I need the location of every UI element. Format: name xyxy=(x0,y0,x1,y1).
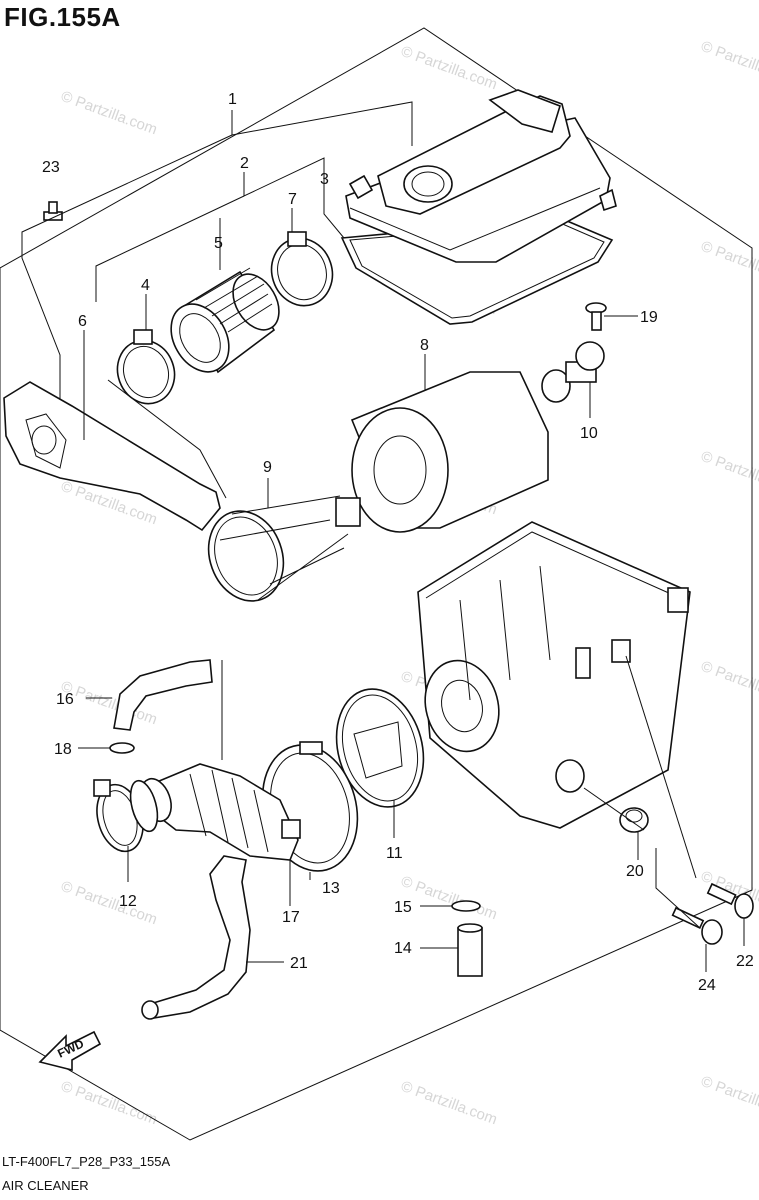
callout-23: 23 xyxy=(42,159,60,176)
watermark-text: © Partzilla.com xyxy=(699,238,759,289)
part-screw-24 xyxy=(671,906,723,945)
callout-20: 20 xyxy=(626,863,644,880)
callout-15: 15 xyxy=(394,899,412,916)
part-air-cleaner-case xyxy=(417,521,691,829)
callout-11: 11 xyxy=(386,845,403,862)
watermark-text: © Partzilla.com xyxy=(59,1078,160,1129)
callout-5: 5 xyxy=(214,235,223,252)
part-intake-boot xyxy=(170,267,280,374)
callout-1: 1 xyxy=(228,91,237,108)
part-filter-cage xyxy=(207,495,361,602)
diagram-caption: AIR CLEANER xyxy=(2,1178,89,1193)
callout-4: 4 xyxy=(141,277,150,294)
part-air-cleaner-cover xyxy=(345,89,617,263)
fwd-arrow: FWD xyxy=(38,1030,102,1072)
callout-8: 8 xyxy=(420,337,429,354)
part-drain-plug-10 xyxy=(541,341,605,403)
callout-17: 17 xyxy=(282,909,300,926)
watermark-text: © Partzilla.com xyxy=(699,448,759,499)
callout-16: 16 xyxy=(56,691,74,708)
assembly-boundary xyxy=(0,27,753,1141)
callout-21: 21 xyxy=(290,955,308,972)
callout-9: 9 xyxy=(263,459,272,476)
part-drain-hose-21 xyxy=(141,855,251,1020)
callout-19: 19 xyxy=(640,309,658,326)
watermark-text: © Partzilla.com xyxy=(699,658,759,709)
callout-13: 13 xyxy=(322,880,340,897)
part-screw-23 xyxy=(43,201,63,221)
callout-3: 3 xyxy=(320,171,329,188)
part-clip-15 xyxy=(451,900,481,912)
callout-2: 2 xyxy=(240,155,249,172)
figure-title: FIG.155A xyxy=(4,2,121,32)
watermark-text: © Partzilla.com xyxy=(699,38,759,89)
part-hose-16 xyxy=(113,659,213,731)
callout-6: 6 xyxy=(78,313,87,330)
callout-24: 24 xyxy=(698,977,716,994)
callout-7: 7 xyxy=(288,191,297,208)
callout-10: 10 xyxy=(580,425,598,442)
callout-12: 12 xyxy=(119,893,137,910)
callout-18: 18 xyxy=(54,741,72,758)
part-intake-duct xyxy=(3,381,221,532)
callout-22: 22 xyxy=(736,953,754,970)
watermark-text: © Partzilla.com xyxy=(59,88,160,139)
watermark-text: © Partzilla.com xyxy=(59,878,160,929)
watermark-text: © Partzilla.com xyxy=(399,873,500,924)
part-air-filter-element xyxy=(350,371,549,533)
part-clamp-ring-12b xyxy=(129,779,159,833)
part-screw-19 xyxy=(585,302,607,331)
watermark-text: © Partzilla.com xyxy=(399,1078,500,1129)
part-clamp-4 xyxy=(116,329,176,405)
callout-14: 14 xyxy=(394,940,412,957)
part-grommet-20 xyxy=(619,807,649,833)
part-tube-14 xyxy=(457,923,483,977)
diagram-code: LT-F400FL7_P28_P33_155A xyxy=(2,1154,171,1169)
part-clip-18 xyxy=(109,742,135,754)
part-bolt-22 xyxy=(706,882,754,919)
callouts: 1 2 3 4 5 6 7 8 9 10 11 12 13 14 15 16 1… xyxy=(42,91,754,994)
watermark-text: © Partzilla.com xyxy=(699,1073,759,1124)
leader-lines xyxy=(21,101,745,972)
part-clamp-7 xyxy=(270,231,334,307)
